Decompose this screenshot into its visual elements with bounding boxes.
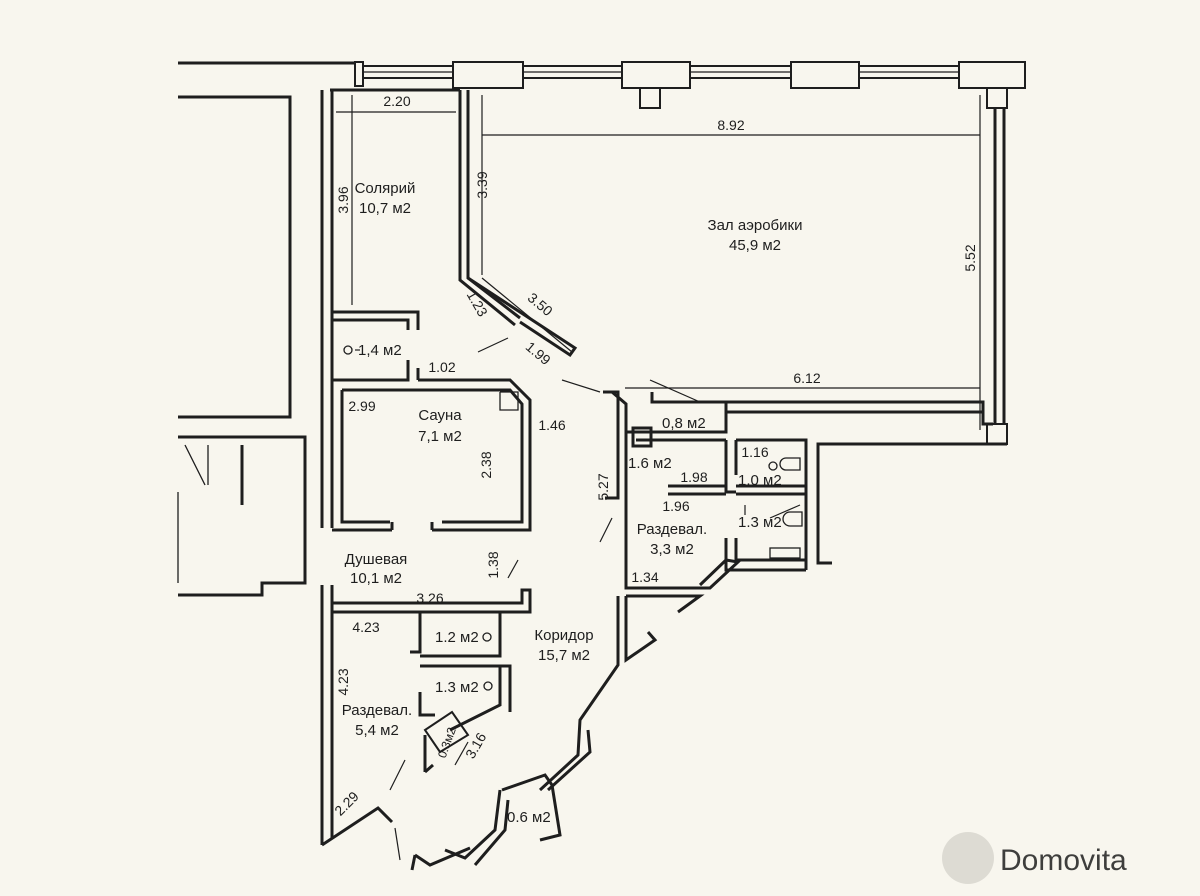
dim-3-39: 3.39 bbox=[474, 171, 490, 198]
dim-2-20: 2.20 bbox=[383, 93, 410, 109]
room-name-shower: Душевая bbox=[345, 551, 408, 568]
room-name-aerobics: Зал аэробики bbox=[708, 217, 803, 234]
dim-4-23-vertical: 4.23 bbox=[335, 668, 351, 695]
room-area-1-3a: 1.3 м2 bbox=[738, 514, 782, 531]
bench bbox=[769, 547, 801, 559]
room-area-1-0: 1,0 м2 bbox=[738, 472, 782, 489]
dim-3-26: 3.26 bbox=[416, 590, 443, 606]
dim-1-96: 1.96 bbox=[662, 498, 689, 514]
watermark-text: Domovita bbox=[1000, 844, 1127, 877]
toilet-icon bbox=[782, 511, 803, 527]
pier bbox=[621, 61, 691, 89]
marker-icon bbox=[483, 681, 493, 691]
room-name-locker-right: Раздевал. bbox=[637, 521, 707, 538]
room-area-aerobics: 45,9 м2 bbox=[729, 237, 781, 254]
dim-3-50: 3.50 bbox=[525, 289, 556, 319]
dim-1-98: 1.98 bbox=[680, 469, 707, 485]
watermark: Domovita bbox=[942, 832, 1127, 884]
toilet-icon bbox=[779, 457, 801, 471]
interior-walls bbox=[332, 90, 993, 871]
dim-4-23-horizontal: 4.23 bbox=[352, 619, 379, 635]
room-area-0-6: 0.6 м2 bbox=[507, 809, 551, 826]
dim-2-38: 2.38 bbox=[478, 451, 494, 478]
room-name-locker-left: Раздевал. bbox=[342, 702, 412, 719]
dim-6-12: 6.12 bbox=[793, 370, 820, 386]
dim-2-29: 2.29 bbox=[331, 788, 362, 819]
marker-icon bbox=[343, 345, 353, 355]
room-area-shower: 10,1 м2 bbox=[350, 570, 402, 587]
watermark-logo-icon bbox=[942, 832, 994, 884]
column bbox=[986, 423, 1008, 445]
outer-walls bbox=[177, 61, 1026, 847]
pier bbox=[354, 61, 364, 87]
room-area-locker-left: 5,4 м2 bbox=[355, 722, 399, 739]
room-area-corridor: 15,7 м2 bbox=[538, 647, 590, 664]
dim-3-16: 3.16 bbox=[462, 730, 490, 762]
dim-5-52: 5.52 bbox=[962, 244, 978, 271]
pier bbox=[958, 61, 1026, 89]
room-area-sauna: 7,1 м2 bbox=[418, 428, 462, 445]
dim-1-38: 1.38 bbox=[485, 551, 501, 578]
dim-1-46: 1.46 bbox=[538, 417, 565, 433]
dim-8-92: 8.92 bbox=[717, 117, 744, 133]
shaft bbox=[631, 426, 653, 448]
dim-2-99: 2.99 bbox=[348, 398, 375, 414]
dim-3-96: 3.96 bbox=[335, 186, 351, 213]
room-labels: Солярий 10,7 м2 Зал аэробики 45,9 м2 1,4… bbox=[342, 180, 803, 826]
room-area-0-8: 0,8 м2 bbox=[662, 415, 706, 432]
dim-1-02: 1.02 bbox=[428, 359, 455, 375]
dimension-labels: 2.20 8.92 3.96 3.39 5.52 1.23 3.50 1.02 … bbox=[331, 93, 978, 819]
marker-icon bbox=[482, 632, 492, 642]
dim-1-16: 1.16 bbox=[741, 444, 768, 460]
room-name-sauna: Сауна bbox=[418, 407, 462, 424]
pier bbox=[452, 61, 524, 89]
column bbox=[639, 87, 661, 109]
room-area-locker-right: 3,3 м2 bbox=[650, 541, 694, 558]
room-area-1-4: 1,4 м2 bbox=[358, 342, 402, 359]
dimension-lines bbox=[336, 95, 981, 861]
marker-icon bbox=[768, 461, 778, 471]
room-name-solarium: Солярий bbox=[355, 180, 416, 197]
room-area-solarium: 10,7 м2 bbox=[359, 200, 411, 217]
room-area-1-2: 1.2 м2 bbox=[435, 629, 479, 646]
room-name-corridor: Коридор bbox=[534, 627, 593, 644]
room-area-1-6: 1.6 м2 bbox=[628, 455, 672, 472]
column bbox=[986, 87, 1008, 109]
dim-5-27: 5.27 bbox=[595, 473, 611, 500]
pier bbox=[790, 61, 860, 89]
dim-1-34: 1.34 bbox=[631, 569, 658, 585]
room-area-1-3b: 1.3 м2 bbox=[435, 679, 479, 696]
